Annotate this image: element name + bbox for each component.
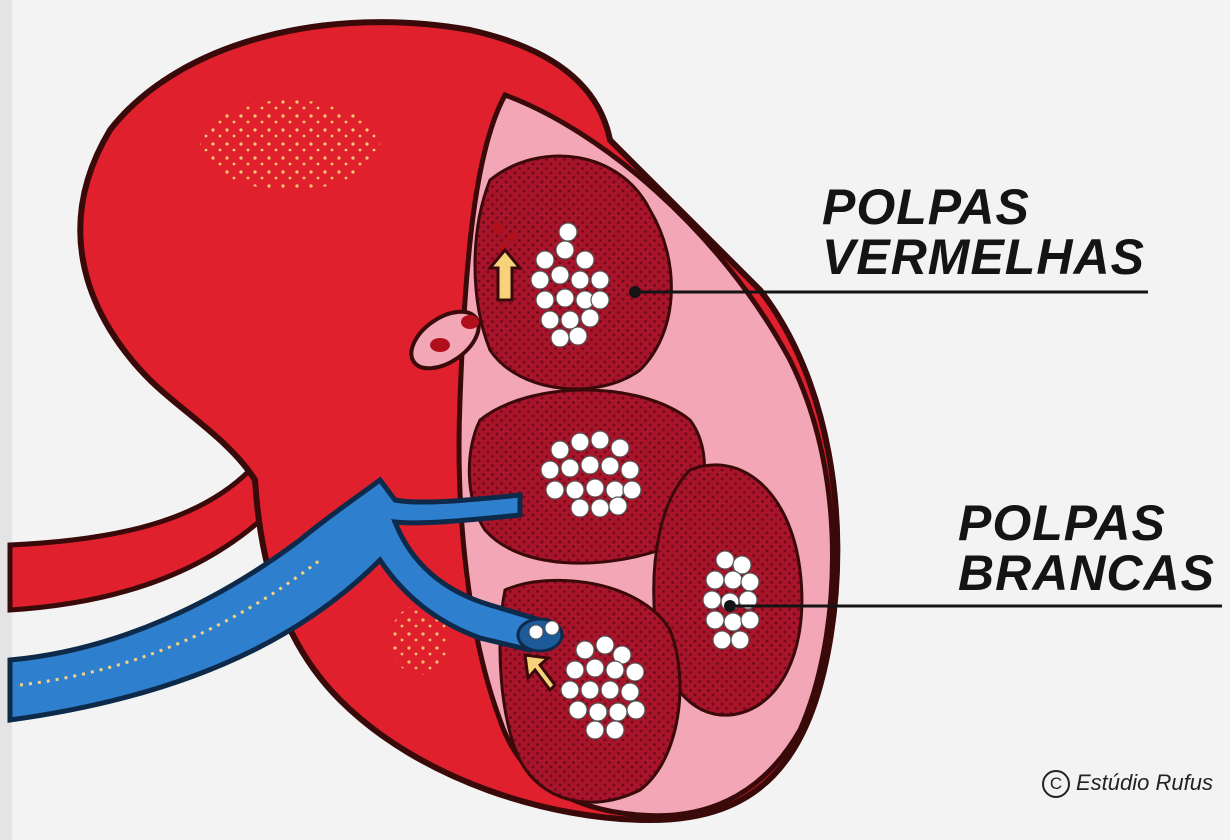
credit-text: Estúdio Rufus (1076, 770, 1213, 795)
cross-section (459, 95, 832, 816)
label-red-pulp: POLPAS VERMELHAS (822, 182, 1145, 282)
copyright-icon: C (1042, 770, 1070, 798)
label-red-pulp-line2: VERMELHAS (822, 232, 1145, 282)
label-white-pulp: POLPAS BRANCAS (958, 498, 1215, 598)
label-red-pulp-line1: POLPAS (822, 182, 1145, 232)
label-white-pulp-line2: BRANCAS (958, 548, 1215, 598)
label-white-pulp-line1: POLPAS (958, 498, 1215, 548)
